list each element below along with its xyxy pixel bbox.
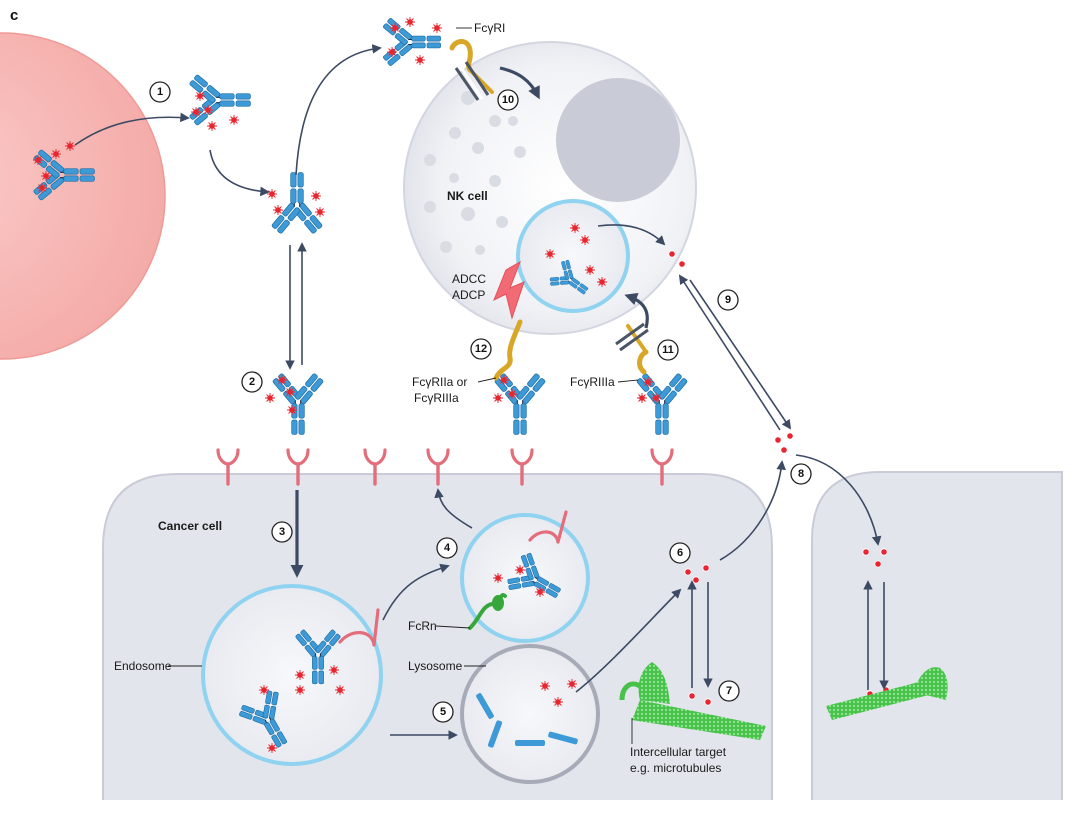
fcrn-label: FcRn: [408, 619, 437, 633]
neighbour-cell: [811, 471, 1063, 800]
step-4: 4: [436, 537, 458, 559]
svg-text:10: 10: [502, 94, 514, 106]
adc-fcgri: [382, 16, 443, 67]
blood-cell: [0, 32, 166, 360]
fcgri-label: FcγRI: [474, 21, 505, 35]
endosome-receptor: [338, 608, 380, 647]
step-9: 9: [717, 289, 739, 311]
microtubule-target: [619, 662, 766, 740]
step-8: 8: [790, 463, 812, 485]
adcc-label: ADCC: [452, 272, 486, 286]
svg-text:4: 4: [444, 542, 451, 554]
svg-text:8: 8: [798, 468, 804, 480]
fcgriiia-label: FcγRIIIa: [570, 375, 615, 389]
adc-free: [188, 73, 251, 132]
svg-text:6: 6: [677, 547, 683, 559]
lightning-icon: [493, 260, 525, 320]
microtubule-neighbour: [826, 667, 948, 720]
adc-bound-2: [264, 372, 325, 435]
svg-text:2: 2: [249, 376, 255, 388]
svg-text:12: 12: [475, 343, 487, 355]
nk-granules: [424, 91, 526, 255]
step-12: 12: [470, 338, 492, 360]
flow-arrows: [74, 44, 889, 740]
adcp-label: ADCP: [452, 288, 485, 302]
fcgri-receptor: [449, 39, 494, 101]
svg-text:3: 3: [279, 526, 285, 538]
fcrn-receptor: [468, 593, 507, 630]
lysosome-fragments: [476, 678, 578, 748]
step-markers: 1 2 3 4 5 6 7 8 9 10 11 12: [149, 81, 812, 723]
step-2: 2: [241, 371, 263, 393]
nk-nucleus-body: [556, 78, 680, 202]
step-7: 7: [718, 680, 740, 702]
fcgriiia-receptor: [615, 322, 649, 375]
nk-phagosome: [516, 199, 630, 313]
step-11: 11: [657, 339, 679, 361]
fcgriiia-alt-label: FcγRIIIa: [414, 391, 459, 405]
svg-text:9: 9: [725, 294, 731, 306]
svg-text:5: 5: [440, 706, 446, 718]
step-6: 6: [669, 542, 691, 564]
leader-lines: [168, 27, 639, 744]
svg-text:1: 1: [157, 86, 163, 98]
step-1: 1: [149, 81, 171, 103]
lysosome-label: Lysosome: [408, 659, 463, 673]
fcgriia-receptor: [493, 319, 523, 381]
adc-bound-12: [492, 372, 547, 435]
recycling-receptor: [528, 510, 568, 544]
fcgriia-or-label: FcγRIIa or: [412, 375, 467, 389]
step-3: 3: [271, 521, 293, 543]
endosome: [201, 584, 383, 766]
nk-cell-label: NK cell: [447, 189, 488, 203]
svg-text:11: 11: [662, 344, 674, 356]
svg-text:7: 7: [726, 685, 732, 697]
cancer-cell-label: Cancer cell: [158, 519, 222, 533]
step-10: 10: [497, 89, 519, 111]
lysosome: [460, 644, 600, 784]
adc-bound-11: [635, 372, 689, 435]
step-5: 5: [432, 701, 454, 723]
target-label-2: e.g. microtubules: [630, 761, 721, 775]
endosome-label: Endosome: [114, 659, 172, 673]
panel-label: c: [10, 7, 18, 24]
adc-circulating: [266, 172, 326, 235]
target-label-1: Intercellular target: [630, 745, 727, 759]
